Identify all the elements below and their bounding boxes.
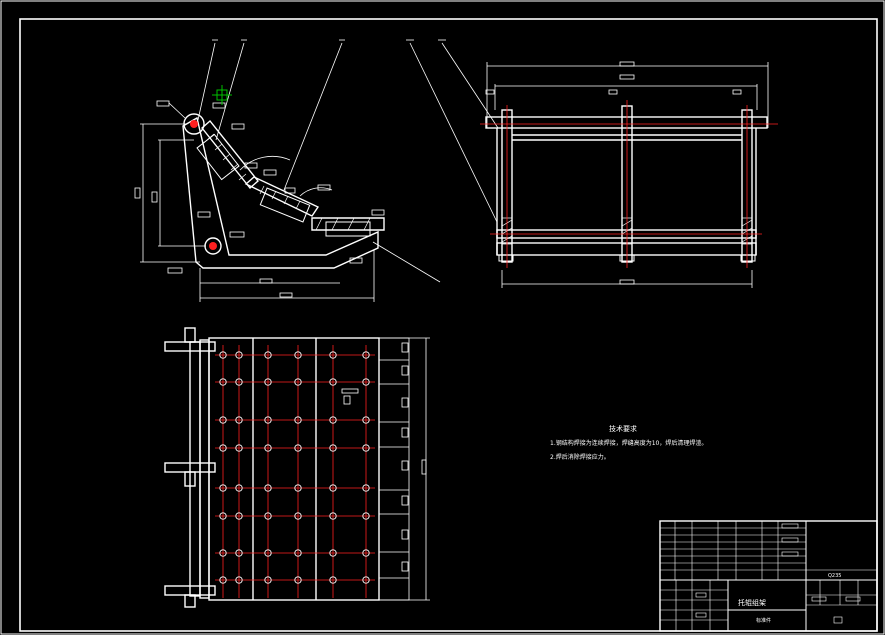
bolt-hole: [235, 549, 243, 557]
bolt-hole: [235, 416, 243, 424]
bolt-hole: [362, 351, 370, 359]
lower-cradle-beam: [244, 176, 320, 217]
upper-cradle-beam: [201, 119, 259, 190]
title-block-sub-label: 标准件: [756, 618, 772, 624]
bolt-hole: [329, 576, 337, 584]
bolt-hole: [294, 484, 302, 492]
bolt-hole: [362, 378, 370, 386]
bolt-hole: [362, 444, 370, 452]
bolt-hole: [362, 484, 370, 492]
bolt-hole: [219, 576, 227, 584]
bolt-hole: [219, 549, 227, 557]
bolt-hole: [219, 416, 227, 424]
idler-rollers: [196, 133, 371, 237]
bolt-hole: [329, 444, 337, 452]
bolt-hole: [235, 378, 243, 386]
title-block-material: Q235: [828, 573, 842, 579]
bolt-hole: [329, 378, 337, 386]
bolt-hole: [329, 512, 337, 520]
bolt-hole: [264, 444, 272, 452]
bolt-hole: [264, 416, 272, 424]
bolt-hole: [294, 416, 302, 424]
bolt-hole: [264, 549, 272, 557]
bolt-hole: [264, 576, 272, 584]
technical-note-2: 2.焊后消除焊接应力。: [550, 454, 610, 461]
bolt-hole: [264, 512, 272, 520]
bolt-hole: [329, 351, 337, 359]
bolt-hole: [294, 378, 302, 386]
bolt-hole: [362, 416, 370, 424]
bolt-hole: [219, 378, 227, 386]
bolt-hole-grid: [219, 351, 370, 584]
technical-note-1: 1.钢结构焊接为连续焊接，焊缝高度为10，焊后清理焊渣。: [550, 440, 708, 447]
bolt-hole: [362, 576, 370, 584]
bolt-hole: [264, 351, 272, 359]
bolt-hole: [294, 549, 302, 557]
bolt-hole: [264, 484, 272, 492]
bolt-hole: [219, 351, 227, 359]
title-block: [659, 520, 878, 632]
bolt-hole: [219, 484, 227, 492]
front-view: [406, 39, 778, 288]
bolt-hole: [329, 416, 337, 424]
title-block-part-name: 托辊组架: [738, 599, 766, 607]
bolt-hole: [294, 351, 302, 359]
bolt-hole: [264, 378, 272, 386]
plan-view: [164, 327, 430, 608]
bolt-hole: [235, 351, 243, 359]
bolt-hole: [235, 576, 243, 584]
bolt-hole: [219, 444, 227, 452]
side-frame-plate: [182, 116, 379, 269]
technical-notes-title: 技术要求: [609, 425, 637, 433]
bolt-hole: [362, 512, 370, 520]
bolt-hole: [294, 576, 302, 584]
bolt-hole: [235, 444, 243, 452]
bolt-hole: [294, 444, 302, 452]
side-view: [134, 39, 441, 302]
bolt-hole: [362, 549, 370, 557]
bolt-hole: [329, 549, 337, 557]
bolt-hole: [235, 512, 243, 520]
bolt-hole: [294, 512, 302, 520]
bolt-hole: [329, 484, 337, 492]
bottom-cradle-beam: [311, 217, 385, 231]
bolt-hole: [235, 484, 243, 492]
bolt-hole: [219, 512, 227, 520]
